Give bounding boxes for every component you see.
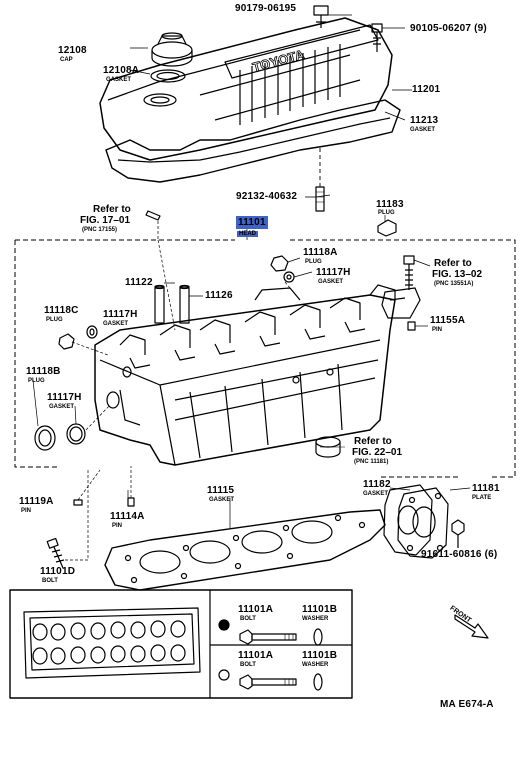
label-11119A: 11119A [19, 496, 54, 507]
label-11181: 11181 [472, 483, 500, 494]
oil-filler-neck [143, 93, 177, 107]
label-11213-desc: GASKET [410, 127, 436, 133]
label-11117H-mid-desc: GASKET [103, 321, 129, 327]
label-90179: 90179-06195 [235, 3, 297, 14]
diagram-code: MA E674-A [440, 699, 494, 710]
label-11213: 11213 [410, 115, 439, 126]
ref-fig22-line2: FIG. 22–01 [352, 447, 403, 458]
valve-cover: TOYOTA [99, 17, 393, 161]
label-11101D: 11101D [40, 566, 76, 577]
label-12108: 12108 [58, 45, 87, 56]
inset-bolt-2 [239, 674, 297, 690]
inset-label-washer-2-desc: WASHER [302, 662, 329, 668]
ref-fig22-line1: Refer to [354, 436, 392, 447]
bolt-11101D [46, 537, 65, 569]
ref-fig17-line1: Refer to [93, 204, 131, 215]
label-11114A-desc: PIN [112, 523, 123, 529]
inset-label-washer-1-desc: WASHER [302, 616, 329, 622]
plate [397, 487, 449, 559]
ref-fig17-pnc: (PNC 17155) [82, 227, 118, 233]
ref-fig13-pnc: (PNC 13551A) [434, 281, 474, 287]
inset-bolt-1 [239, 629, 297, 645]
inset-washer-1 [313, 628, 323, 646]
label-11118A-desc: PLUG [305, 259, 322, 265]
label-12108-desc: CAP [60, 57, 73, 63]
inset-label-bolt-1: 11101A [238, 604, 274, 615]
inset-washer-2 [313, 673, 323, 691]
inset-label-bolt-2: 11101A [238, 650, 274, 661]
cylinder-head [94, 284, 396, 466]
ref-fig22-pnc: (PNC 11181) [354, 459, 389, 465]
bolt-91611 [451, 519, 465, 548]
label-11117H-top-desc: GASKET [318, 279, 344, 285]
label-11114A: 11114A [110, 511, 145, 522]
label-11117H-top: 11117H [316, 267, 351, 278]
label-12108A-desc: GASKET [106, 77, 132, 83]
label-90105-num: 90105-06207 [410, 23, 472, 34]
label-11122: 11122 [125, 277, 153, 288]
label-11101-desc-text[interactable]: HEAD [237, 231, 259, 237]
label-12108A: 12108A [103, 65, 140, 76]
label-11115-desc: GASKET [209, 497, 235, 503]
pipe-11126 [179, 286, 190, 324]
label-11118A: 11118A [303, 247, 338, 258]
label-11119A-desc: PIN [21, 508, 32, 514]
label-11182: 11182 [363, 479, 391, 490]
label-11117H-left: 11117H [47, 392, 82, 403]
label-92132: 92132-40632 [236, 191, 298, 202]
label-91611-num: 91611-60816 [421, 549, 482, 560]
label-91611-qty: (6) [484, 549, 498, 560]
pipe-11122 [154, 286, 165, 324]
label-91611: 91611-60816 (6) [421, 550, 497, 560]
cover-gasket [105, 99, 401, 183]
front-arrow [454, 614, 489, 639]
inset-box [9, 589, 353, 699]
plate-gasket [383, 484, 433, 556]
inset-label-bolt-1-desc: BOLT [240, 616, 256, 622]
label-11118B-desc: PLUG [28, 378, 45, 384]
label-11117H-left-desc: GASKET [49, 404, 75, 410]
inset-label-bolt-2-desc: BOLT [240, 662, 256, 668]
label-11155A: 11155A [430, 315, 466, 326]
inset-label-washer-2: 11101B [302, 650, 338, 661]
label-11183: 11183 [376, 199, 404, 210]
label-11182-desc: GASKET [363, 491, 389, 497]
ref-fig17-line2: FIG. 17–01 [80, 215, 131, 226]
cap-gasket [150, 69, 186, 83]
inset-label-washer-1: 11101B [302, 604, 338, 615]
label-11201: 11201 [412, 84, 441, 95]
stud [315, 186, 325, 212]
label-11115: 11115 [207, 485, 235, 496]
head-gasket [104, 509, 386, 591]
label-11118B: 11118B [26, 366, 61, 377]
inset-head-top-view [23, 607, 201, 679]
ref-fig13-line2: FIG. 13–02 [432, 269, 483, 280]
label-11181-desc: PLATE [472, 495, 492, 501]
label-11126: 11126 [205, 290, 233, 301]
label-11118C: 11118C [44, 305, 79, 316]
ref-fig13-line1: Refer to [434, 258, 472, 269]
label-11118C-desc: PLUG [46, 317, 63, 323]
label-11117H-mid: 11117H [103, 309, 138, 320]
label-11101-desc[interactable]: HEAD [237, 231, 259, 237]
label-11183-desc: PLUG [378, 210, 395, 216]
label-11101[interactable]: 11101 [236, 216, 268, 229]
label-11101D-desc: BOLT [42, 578, 58, 584]
label-11155A-desc: PIN [432, 327, 443, 333]
label-11101-num[interactable]: 11101 [236, 216, 268, 229]
bolt-fig13 [403, 255, 415, 290]
label-90105: 90105-06207 (9) [410, 24, 487, 34]
label-90105-qty: (9) [474, 23, 487, 34]
oil-cap [151, 32, 193, 67]
